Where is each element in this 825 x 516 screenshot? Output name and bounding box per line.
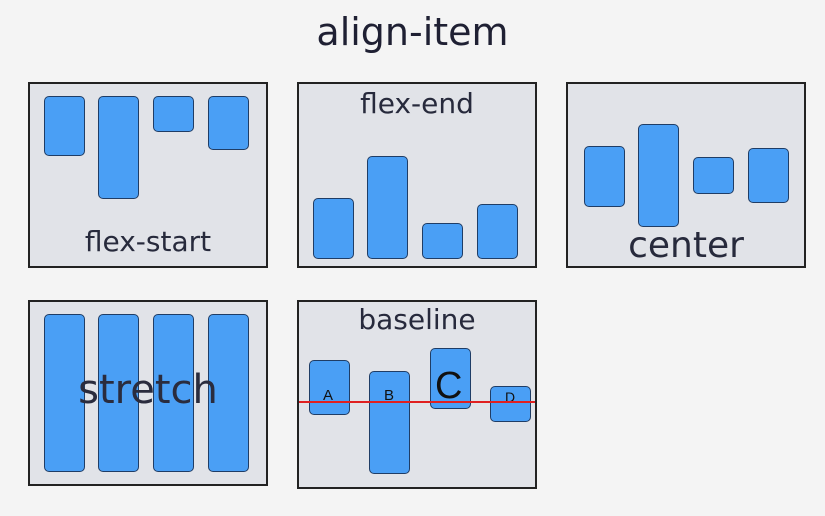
flex-item — [208, 314, 249, 472]
flex-item — [98, 96, 139, 199]
flex-item — [208, 96, 249, 150]
flex-item — [584, 146, 625, 207]
flex-item-d — [490, 386, 531, 422]
flex-item — [693, 157, 734, 194]
page-title: align-item — [316, 10, 509, 54]
panel-label: center — [628, 225, 744, 266]
flex-item — [98, 314, 139, 472]
letter-d: D — [505, 389, 516, 405]
flex-item — [153, 96, 194, 132]
flex-item — [153, 314, 194, 472]
letter-c: C — [435, 365, 463, 407]
flex-item — [367, 156, 408, 259]
flex-item — [638, 124, 679, 227]
letter-a: A — [323, 387, 334, 404]
flex-end-panel: flex-end — [297, 82, 537, 268]
flex-item — [748, 148, 789, 203]
flex-item — [313, 198, 354, 259]
flex-item-c — [430, 348, 471, 409]
panel-label: flex-end — [360, 87, 474, 120]
baseline-panel: baseline A B C D — [297, 300, 537, 489]
panel-label: flex-start — [84, 225, 212, 258]
flex-start-panel: flex-start — [28, 82, 268, 268]
baseline-line — [299, 401, 535, 403]
flex-item — [422, 223, 463, 259]
flex-item-b — [369, 371, 410, 474]
center-panel: center — [566, 82, 806, 268]
flex-item-a — [309, 360, 350, 415]
letter-b: B — [384, 387, 395, 404]
flex-item — [477, 204, 518, 259]
stretch-panel: stretch — [28, 300, 268, 486]
panel-label: baseline — [358, 303, 476, 336]
panel-label: stretch — [78, 367, 218, 413]
flex-item — [44, 96, 85, 156]
flex-item — [44, 314, 85, 472]
